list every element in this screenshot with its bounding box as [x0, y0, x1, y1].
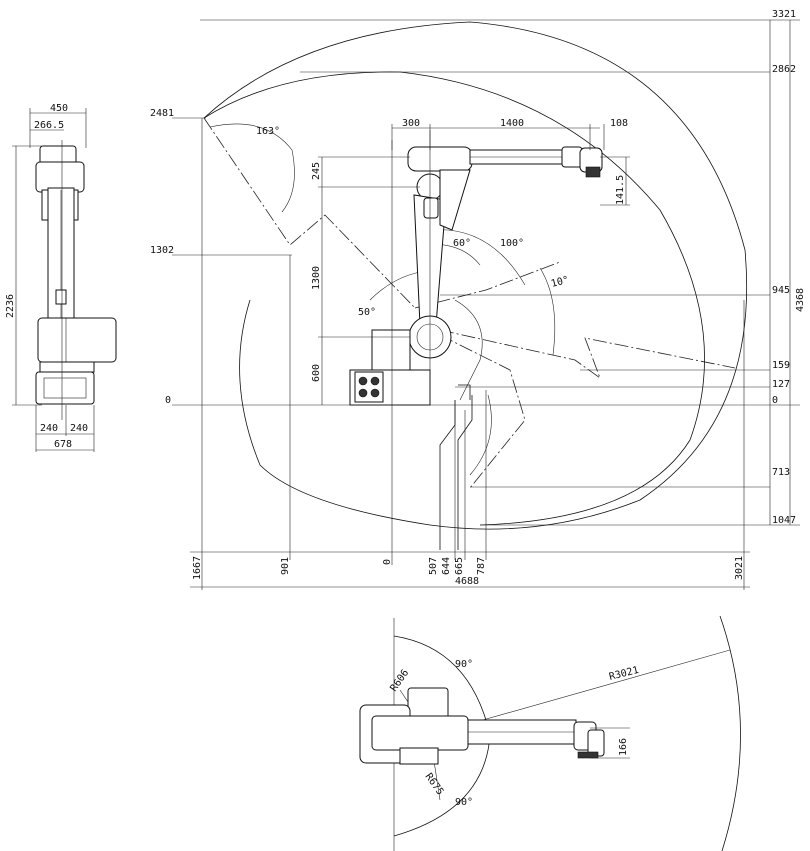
sweep-upper	[203, 117, 416, 309]
h-945: 945	[772, 285, 790, 296]
b-0: 0	[382, 559, 393, 565]
h-713: 713	[772, 467, 790, 478]
dim-300: 300	[402, 118, 420, 129]
side-base	[35, 371, 95, 405]
angle-163: 163°	[256, 126, 280, 137]
front-view: 3321 2862 2481 1302 0 945 159 127 0 713 …	[150, 9, 806, 590]
h-2481: 2481	[150, 108, 174, 119]
side-view: 450 266.5 2236 240 240 678	[5, 103, 117, 452]
h-4368: 4368	[795, 288, 806, 312]
shoulder-body	[371, 329, 411, 371]
robot-top	[359, 687, 605, 765]
envelope-outer	[203, 21, 748, 530]
h-0-left: 0	[165, 395, 171, 406]
sweep-lower	[439, 334, 526, 489]
h-2862: 2862	[772, 64, 796, 75]
h-1047: 1047	[772, 515, 796, 526]
b-4688: 4688	[455, 576, 479, 587]
b-507: 507	[428, 557, 439, 575]
dim-600: 600	[311, 364, 322, 382]
h-1302: 1302	[150, 245, 174, 256]
side-shoulder	[37, 317, 117, 363]
side-offset-label: 266.5	[34, 120, 64, 131]
r675-label: R675	[423, 771, 446, 797]
b-787: 787	[476, 557, 487, 575]
b-644: 644	[441, 557, 452, 575]
arc-163	[209, 123, 295, 213]
dim-108: 108	[610, 118, 628, 129]
side-width-label: 450	[50, 103, 68, 114]
b-3021: 3021	[734, 556, 745, 580]
side-height-label: 2236	[5, 294, 16, 318]
angle-10: 10°	[550, 275, 570, 290]
dim-1400: 1400	[500, 118, 524, 129]
b-1667: 1667	[192, 556, 203, 580]
upper-arm-housing	[407, 146, 473, 172]
side-base-right-label: 240	[70, 423, 88, 434]
angle-50: 50°	[358, 307, 376, 318]
top-outer-arc	[719, 615, 741, 851]
top-view: 166 90° 90° R606 R675 R3021	[359, 615, 741, 851]
side-base-width-label: 678	[54, 439, 72, 450]
h-159: 159	[772, 360, 790, 371]
h-3321: 3321	[772, 9, 796, 20]
h-0-right: 0	[772, 395, 778, 406]
h-127: 127	[772, 379, 790, 390]
b-901: 901	[280, 557, 291, 575]
dim-1300: 1300	[311, 266, 322, 290]
angle-90-top: 90°	[455, 659, 473, 670]
dim-245: 245	[311, 162, 322, 180]
angle-60: 60°	[453, 238, 471, 249]
envelope-inner	[203, 71, 705, 526]
side-base-left-label: 240	[40, 423, 58, 434]
b-665: 665	[454, 557, 465, 575]
w-166: 166	[618, 738, 629, 756]
angle-100: 100°	[500, 238, 524, 249]
angle-90-bottom: 90°	[455, 797, 473, 808]
dim-141-5: 141.5	[615, 175, 626, 205]
